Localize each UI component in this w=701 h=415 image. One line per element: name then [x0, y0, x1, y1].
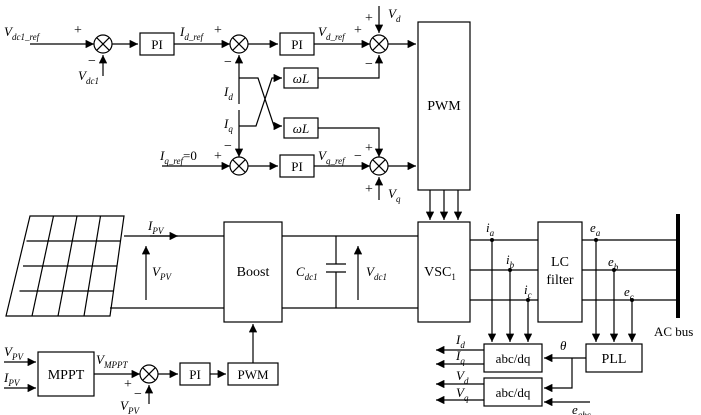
label-ec: ec	[624, 284, 634, 302]
label-vdc1-ref: Vdc1_ref	[4, 24, 41, 42]
sign-plus: +	[214, 23, 222, 38]
sign-plus: +	[214, 149, 222, 164]
label-vd-out: Vd	[456, 368, 469, 386]
label-vmppt: VMPPT	[96, 352, 128, 370]
label-vq-out: Vq	[456, 385, 469, 403]
label-ipv-in: IPV	[3, 370, 21, 388]
boost-label: Boost	[237, 265, 270, 280]
sign-minus: −	[134, 387, 142, 402]
label-id-ref: Id_ref	[179, 24, 205, 42]
abc-dq-top-block	[483, 343, 543, 373]
pll-label: PLL	[602, 352, 627, 367]
label-vpv-in: VPV	[4, 344, 24, 362]
label-eabc: eabc	[572, 402, 591, 415]
pi-q-label: PI	[291, 159, 303, 174]
abc-dq-bottom-block	[483, 377, 543, 407]
abc-dq-bottom-label: abc/dq	[496, 385, 531, 400]
lc-filter-label-1: LC	[551, 255, 569, 270]
label-iq-ref: Iq_ref=0	[159, 148, 197, 166]
sign-minus: −	[224, 55, 232, 70]
sign-plus: +	[124, 377, 132, 392]
sign-plus: +	[365, 182, 373, 197]
sign-plus: +	[74, 23, 82, 38]
label-vdc1: Vdc1	[78, 68, 99, 86]
omega-l-top-label: ωL	[293, 71, 309, 86]
label-eb: eb	[608, 254, 619, 272]
label-vd-ref: Vd_ref	[318, 24, 346, 42]
pll-block	[585, 343, 643, 373]
label-vpv: VPV	[152, 264, 172, 282]
mppt-block	[37, 351, 95, 397]
sign-minus: −	[224, 139, 232, 154]
sign-plus: +	[365, 141, 373, 156]
label-vq-bot: Vq	[388, 186, 401, 204]
pi-d-label: PI	[291, 37, 303, 52]
pi-mppt-label: PI	[189, 367, 201, 382]
vsc-block	[417, 221, 471, 323]
sign-plus: +	[354, 23, 362, 38]
pwm-boost-label: PWM	[237, 367, 269, 382]
label-ic: ic	[524, 282, 532, 300]
sign-plus: +	[365, 11, 373, 26]
label-cdc1: Cdc1	[296, 264, 318, 282]
label-ea: ea	[590, 220, 601, 238]
pwm-inverter-block	[417, 21, 471, 191]
capacitor-symbol	[326, 236, 346, 308]
label-vq-ref: Vq_ref	[318, 148, 346, 166]
label-theta: θ	[560, 338, 567, 353]
omega-l-bottom-label: ωL	[293, 121, 309, 136]
label-id-out: Id	[455, 332, 465, 350]
label-iq-out: Iq	[455, 348, 465, 366]
label-vdc1-cap: Vdc1	[366, 264, 387, 282]
mppt-label: MPPT	[48, 368, 85, 383]
label-ia: ia	[486, 220, 495, 238]
pi-dc-label: PI	[151, 37, 163, 52]
abc-dq-top-label: abc/dq	[496, 351, 531, 366]
sign-minus: −	[88, 54, 96, 69]
vsc-label: VSC1	[424, 265, 456, 282]
ac-bus-label: AC bus	[654, 324, 693, 339]
pwm-inverter-label: PWM	[427, 99, 461, 114]
pv-array-icon	[5, 215, 125, 317]
label-ipv: IPV	[147, 218, 165, 236]
lc-filter-block	[537, 221, 583, 323]
label-ib: ib	[506, 252, 515, 270]
label-vd-top: Vd	[388, 6, 401, 24]
label-vpv-fb: VPV	[120, 398, 140, 415]
boost-block	[223, 221, 283, 323]
sign-minus: −	[354, 149, 362, 164]
label-id-mid: Id	[223, 84, 233, 102]
lc-filter-label-2: filter	[546, 273, 574, 288]
sign-minus: −	[365, 57, 373, 72]
label-iq-mid: Iq	[223, 116, 233, 134]
